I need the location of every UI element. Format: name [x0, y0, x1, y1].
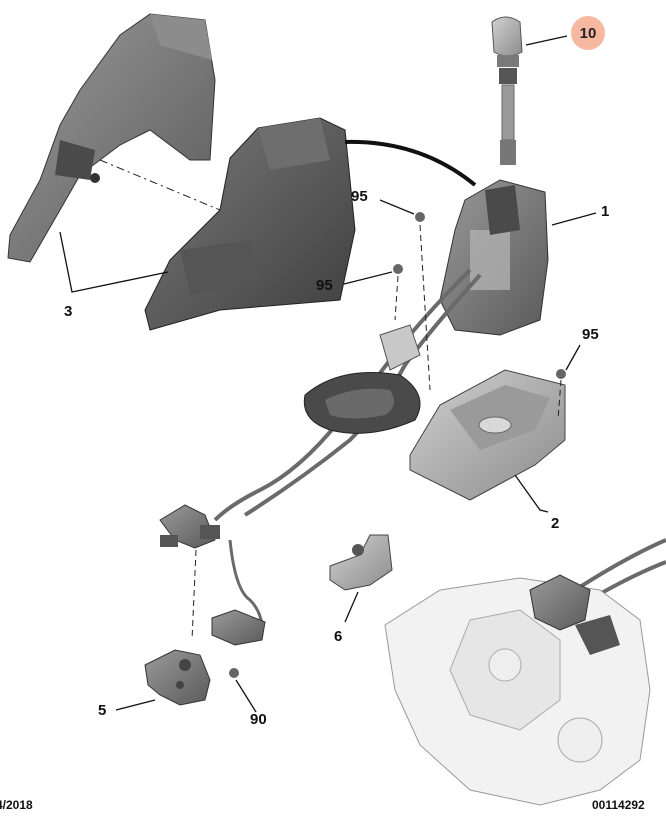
cable-sensor — [211, 609, 266, 646]
screw-95-right — [556, 369, 566, 379]
part-90-callout: 90 — [250, 711, 267, 728]
screw-90 — [229, 668, 239, 678]
gear-lever-housing — [439, 179, 549, 336]
gearbox-bracket — [144, 649, 211, 706]
screw-95-top — [415, 212, 425, 222]
part-95-right-callout: 95 — [582, 326, 599, 343]
screw-95-mid — [393, 264, 403, 274]
part-6-callout: 6 — [334, 628, 343, 645]
part-10-callout: 10 — [579, 24, 597, 42]
part-95-mid-callout: 95 — [316, 277, 333, 294]
cable-end-bracket — [159, 504, 220, 549]
part-1-callout: 1 — [601, 203, 610, 220]
heat-shield-left — [7, 13, 216, 263]
footer-reference: 00114292 — [592, 798, 645, 812]
selector-bracket — [329, 534, 393, 591]
footer-date: 4/2018 — [0, 798, 33, 812]
gear-knob — [491, 16, 523, 165]
heat-shield-center — [144, 117, 356, 331]
part-2-callout: 2 — [551, 515, 560, 532]
part-95-top-callout: 95 — [351, 188, 368, 205]
gearbox — [384, 574, 651, 806]
part-10-highlight: 10 — [571, 16, 605, 50]
lever-base-plate — [409, 369, 566, 501]
part-3-callout: 3 — [64, 303, 73, 320]
gear-gaiter — [303, 324, 421, 434]
part-5-callout: 5 — [98, 702, 107, 719]
